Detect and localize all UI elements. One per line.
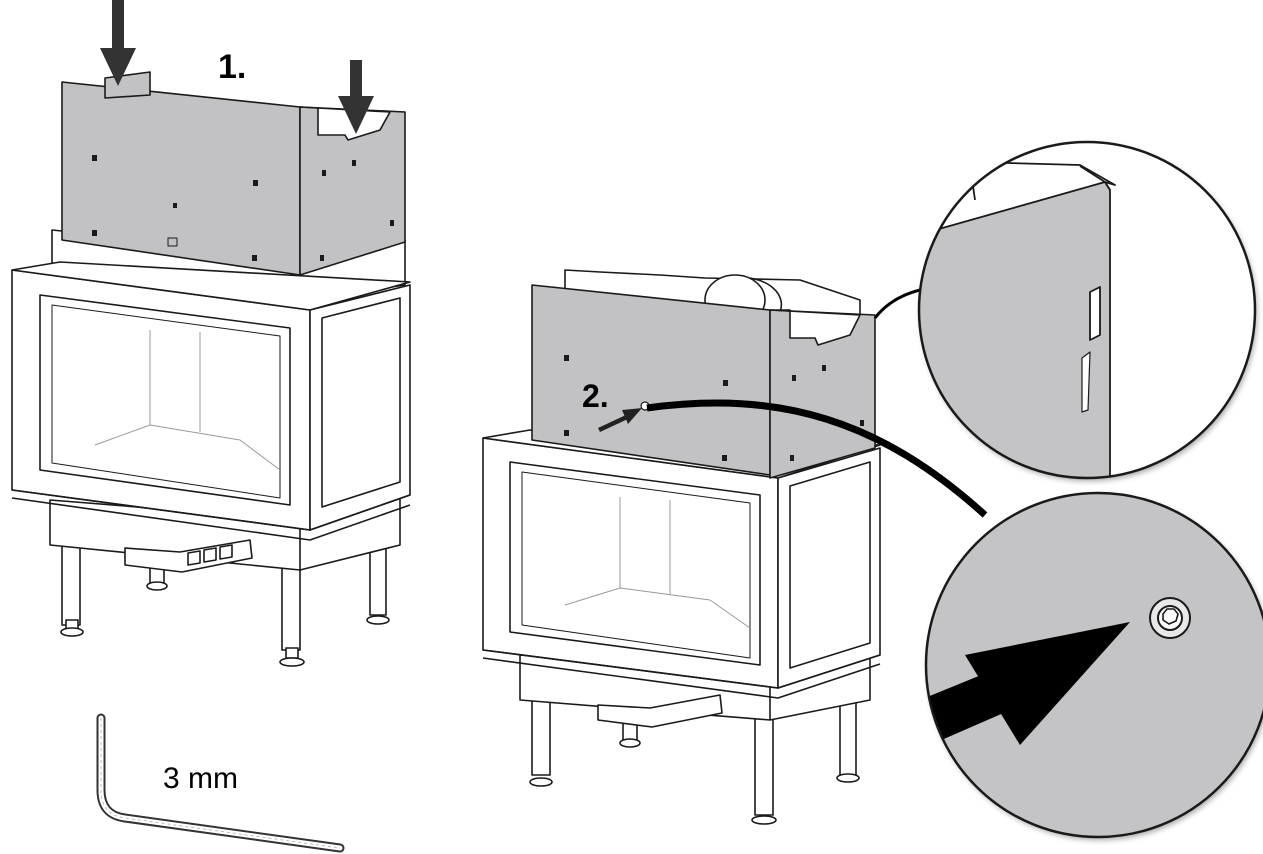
magnifier-callout bbox=[917, 140, 1257, 480]
pointer-arrow-icon bbox=[598, 408, 642, 432]
fireplace-left-side-glass bbox=[321, 297, 401, 508]
step-2-label: 2. bbox=[582, 378, 609, 414]
fireplace-right-front-glass bbox=[509, 461, 761, 666]
fireplace-left-panel-holes bbox=[92, 155, 394, 261]
fireplace-left bbox=[11, 0, 411, 667]
allen-key-size-label: 3 mm bbox=[163, 762, 238, 795]
fireplace-right-air-control bbox=[597, 694, 723, 728]
fireplace-left-heat-shield-front bbox=[61, 81, 301, 276]
fireplace-right bbox=[482, 269, 881, 825]
pointer-arrow-icon bbox=[926, 622, 1130, 745]
magnifier-callout bbox=[924, 491, 1263, 839]
fireplace-left-front-glass bbox=[39, 294, 291, 506]
down-arrow-icon bbox=[100, 0, 136, 86]
step-1-label: 1. bbox=[218, 48, 247, 86]
fireplace-right-panel-holes bbox=[564, 355, 864, 461]
fireplace-right-side-glass bbox=[789, 461, 871, 669]
callout-connectors bbox=[646, 288, 988, 518]
down-arrow-icon bbox=[338, 60, 374, 134]
allen-key-icon bbox=[96, 713, 345, 853]
